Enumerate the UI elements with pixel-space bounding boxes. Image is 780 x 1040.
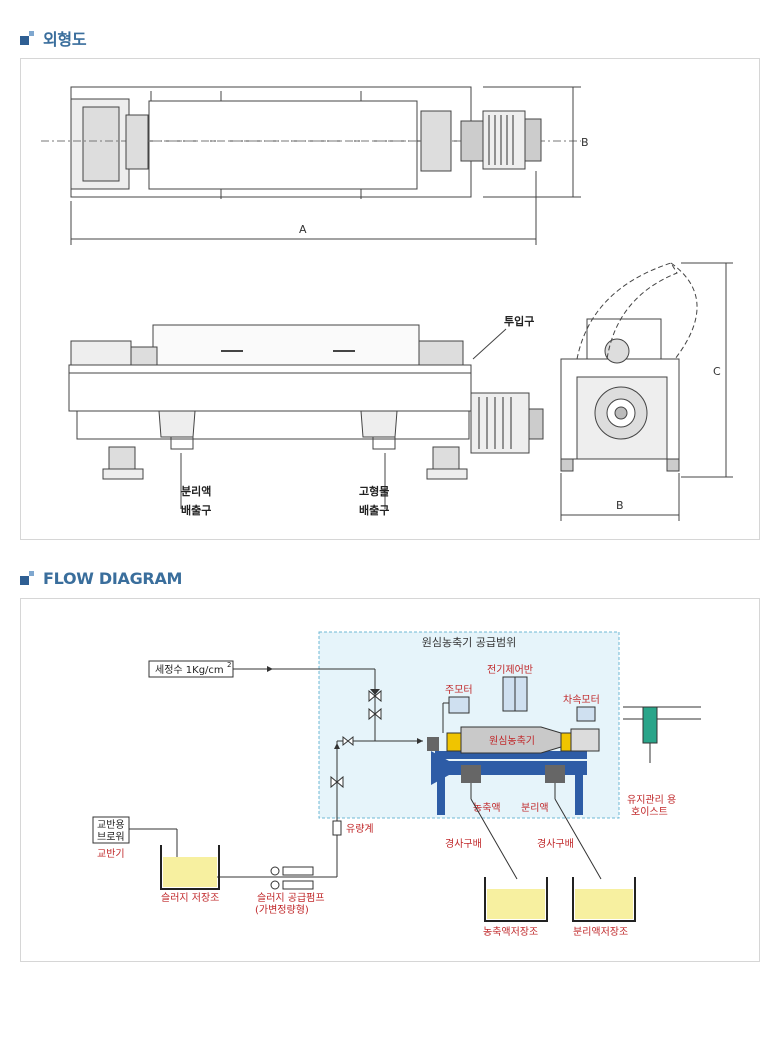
agitator-label: 교반기 [97, 848, 125, 860]
valve-icon [330, 689, 382, 789]
section-bullet-icon [20, 31, 34, 45]
hoist-label-2: 호이스트 [631, 806, 668, 818]
separated-outlet-label-1: 분리액 [181, 484, 211, 498]
wash-water-label: 세정수 1Kg/cm [155, 664, 224, 676]
exterior-section-heading: 외형도 [20, 26, 87, 50]
supply-scope-label: 원심농축기 공급범위 [422, 636, 517, 649]
main-motor-icon [448, 696, 470, 714]
exterior-drawing-panel: A B C B 투입구 분리액 배출구 고형물 배출구 [20, 58, 760, 540]
flow-diagram-panel: 원심농축기 공급범위 세정수 1Kg/cm 2 유량계 전기제어반 [20, 598, 760, 962]
concentrate-tank-liquid [487, 889, 545, 919]
slope-pipe-label-2: 경사구배 [537, 837, 574, 850]
agitator-box [92, 816, 130, 844]
pump-label-1: 슬러지 공급펌프 [257, 892, 325, 904]
supply-scope-region [318, 631, 620, 819]
separated-tank-label: 분리액저장조 [573, 926, 628, 938]
sludge-tank-liquid [163, 857, 217, 887]
dim-b2-label: B [616, 499, 624, 512]
wash-water-superscript: 2 [227, 661, 231, 669]
exterior-section-title: 외형도 [43, 30, 87, 49]
centrifuge-label: 원심농축기 [489, 735, 535, 747]
sludge-tank-label: 슬러지 저장조 [161, 892, 219, 904]
concentrate-tank-label: 농축액저장조 [483, 926, 538, 938]
section-bullet-icon [20, 571, 34, 585]
dim-b-label: B [581, 136, 589, 149]
separated-outlet-label-2: 배출구 [181, 503, 211, 517]
diff-motor-icon [576, 706, 596, 722]
inlet-label: 투입구 [504, 315, 534, 328]
concentrate-label: 농축액 [473, 802, 501, 814]
agitator-box-label-2: 브로워 [97, 830, 125, 843]
agitator-box-label-1: 교반용 [97, 819, 125, 831]
slope-pipe-label-1: 경사구배 [445, 837, 482, 850]
separated-tank-liquid [575, 889, 633, 919]
flow-section-heading: FLOW DIAGRAM [20, 566, 182, 590]
flow-diagram: 원심농축기 공급범위 세정수 1Kg/cm 2 유량계 전기제어반 [92, 631, 701, 938]
centrifuge-frame-icon [431, 751, 587, 785]
exterior-drawing: A B C B 투입구 분리액 배출구 고형물 배출구 [41, 86, 733, 521]
flow-section-title: FLOW DIAGRAM [43, 568, 183, 588]
pump-icon [270, 866, 314, 890]
dim-c-label: C [713, 365, 721, 378]
flowmeter-label: 유량계 [346, 823, 374, 835]
diff-motor-label: 차속모터 [563, 694, 600, 706]
main-motor-label: 주모터 [445, 684, 473, 696]
separated-label: 분리액 [521, 802, 549, 814]
hoist-icon [642, 706, 658, 744]
control-panel-label: 전기제어반 [487, 664, 533, 676]
pump-label-2: (가변정량형) [255, 904, 309, 916]
flowmeter-icon [332, 820, 342, 836]
dim-a-label: A [299, 223, 307, 236]
solid-outlet-label-2: 배출구 [359, 503, 389, 517]
solid-outlet-label-1: 고형물 [359, 484, 389, 498]
hoist-label-1: 유지관리 용 [627, 794, 676, 806]
